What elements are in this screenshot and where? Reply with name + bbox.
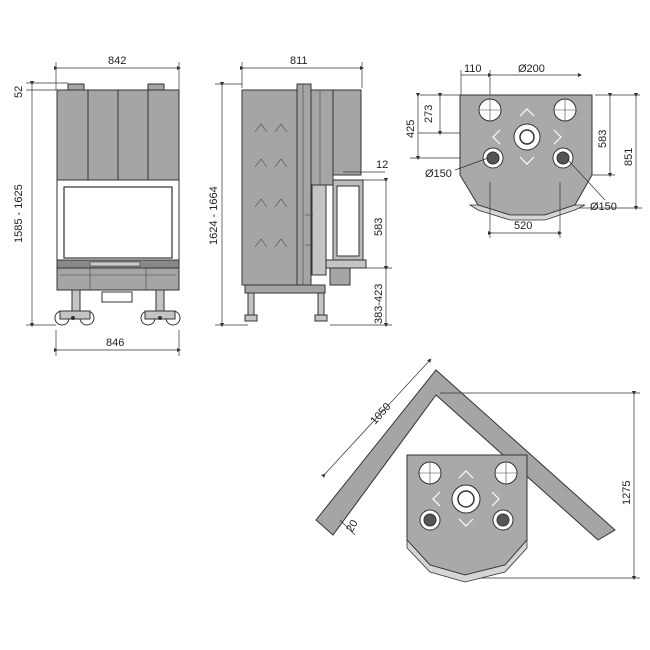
corner-dim-20-label: 20 bbox=[344, 518, 361, 535]
side-depth-label: 811 bbox=[290, 55, 308, 67]
front-width-bottom-label: 846 bbox=[106, 337, 124, 349]
corner-dim-1050-label: 1050 bbox=[368, 401, 393, 427]
corner-view: 1050 20 1275 bbox=[315, 358, 640, 583]
top-dim-110-label: 110 bbox=[464, 63, 482, 75]
side-glass-offset-label: 12 bbox=[376, 159, 388, 171]
top-diam200-label: Ø200 bbox=[518, 63, 545, 75]
top-dim-520-label: 520 bbox=[514, 220, 532, 232]
top-diam150-right-label: Ø150 bbox=[590, 201, 617, 213]
side-leg-range-label: 383-423 bbox=[373, 284, 385, 324]
top-dim-583-label: 583 bbox=[597, 130, 609, 148]
front-top-offset-label: 52 bbox=[13, 86, 25, 98]
top-dim-851-label: 851 bbox=[623, 148, 635, 166]
top-dim-425-label: 425 bbox=[405, 120, 417, 138]
side-height-range-label: 1624 - 1664 bbox=[208, 186, 220, 245]
side-view: 811 1624 - 1664 bbox=[208, 55, 392, 328]
front-view: 842 52 1585 - 1625 bbox=[13, 55, 182, 356]
front-width-top-label: 842 bbox=[108, 55, 126, 67]
top-dim-273-label: 273 bbox=[423, 105, 435, 123]
side-glass-height-label: 583 bbox=[373, 218, 385, 236]
top-view: Ø200 110 273 425 583 851 bbox=[405, 63, 642, 238]
top-diam150-left-label: Ø150 bbox=[425, 168, 452, 180]
corner-dim-1275-label: 1275 bbox=[621, 481, 633, 505]
front-height-range-label: 1585 - 1625 bbox=[13, 184, 25, 243]
